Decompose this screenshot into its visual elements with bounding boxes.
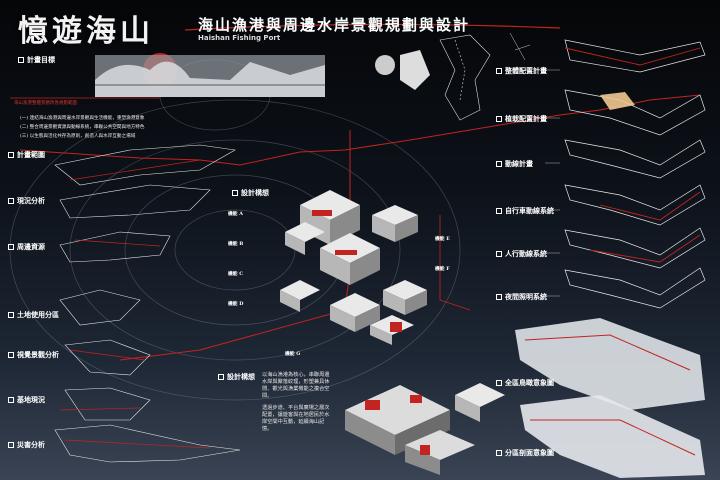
site-map <box>375 34 491 121</box>
poster-subtitle: 海山漁港與周邊水岸景觀規劃與設計 <box>198 16 471 34</box>
right-label-8: 分區剖面意象圖 <box>496 448 554 458</box>
poster-title: 憶遊海山 <box>18 14 154 49</box>
right-label-1: 整體配置計畫 <box>496 66 547 76</box>
route-line <box>19 94 701 166</box>
left-label-3: 周邊資源 <box>8 242 45 252</box>
center-main-label: 設計構想 <box>232 188 269 198</box>
isometric-modules <box>280 190 427 345</box>
plan-red-note: 海山漁港整體景觀改善規劃範圍 <box>14 101 77 106</box>
center-item-g: 機能 G <box>285 351 301 357</box>
left-label-1: 計畫範圍 <box>8 150 45 160</box>
left-label-2: 現況分析 <box>8 196 45 206</box>
right-diagrams <box>564 39 706 309</box>
right-label-5: 人行動線系統 <box>496 249 547 259</box>
poster-subtitle-en: Haishan Fishing Port <box>198 34 281 42</box>
right-label-7: 全區鳥瞰意象圖 <box>496 378 554 388</box>
left-label-5: 視覺景觀分析 <box>8 350 59 360</box>
center-item-f: 機能 F <box>435 266 450 272</box>
design-concept-para2: 透過步道、平台與廣場之層次配置，讓遊客與在地居民於水岸空間中互動，延續海山記憶。 <box>262 405 330 432</box>
design-concept-para1: 以海山漁港為核心，串聯周邊水岸與聚落紋理，形塑兼具休閒、觀光與漁業機能之複合空間… <box>262 372 330 399</box>
objective-3: (三) 以生態與活化共存為原則，創造人與水岸互動之場域 <box>20 134 136 139</box>
right-label-6: 夜間照明系統 <box>496 292 547 302</box>
right-label-2: 植栽配置計畫 <box>496 114 547 124</box>
center-item-e: 機能 E <box>435 236 450 242</box>
center-item-a: 機能 A <box>228 211 243 217</box>
center-item-d: 機能 D <box>228 301 244 307</box>
design-concept-title: 設計構想 <box>218 372 255 382</box>
left-label-7: 災害分析 <box>8 440 45 450</box>
left-label-6: 基地現況 <box>8 395 45 405</box>
aerial-view <box>515 318 705 478</box>
center-item-c: 機能 C <box>228 271 244 277</box>
center-item-b: 機能 B <box>228 241 244 247</box>
objective-2: (二) 整合周邊景觀資源與動線系統，串聯公共空間與地方特色 <box>20 125 145 130</box>
right-label-4: 自行車動線系統 <box>496 206 554 216</box>
left-label-4: 土地使用分區 <box>8 310 59 320</box>
left-plans <box>54 144 241 463</box>
right-label-3: 動線計畫 <box>496 159 533 169</box>
objective-1: (一) 連結海山漁港與周邊水岸景觀與生活機能，重塑漁港意象 <box>20 116 145 121</box>
plan-label: 計畫目標 <box>18 55 55 65</box>
section-drawings <box>345 383 505 475</box>
